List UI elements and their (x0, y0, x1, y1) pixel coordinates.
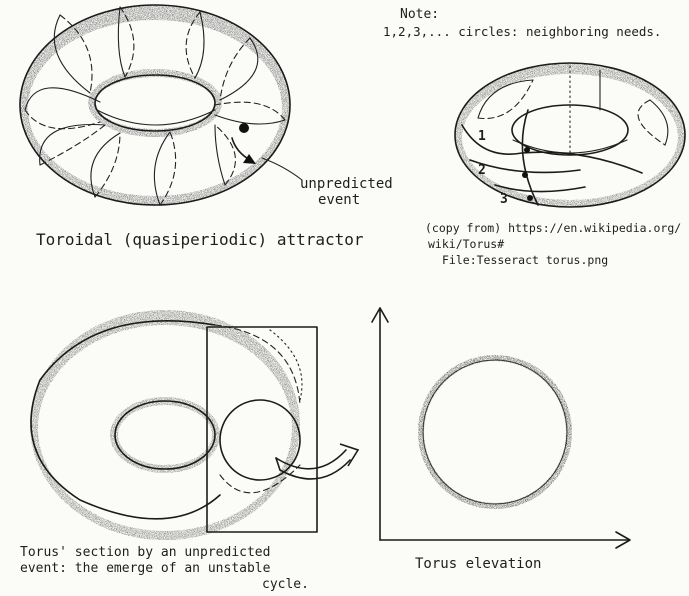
copy-source-line3: File:Tesseract torus.png (442, 253, 608, 267)
elevation-plot (372, 308, 630, 548)
note-title: Note: (400, 7, 439, 22)
torus-section-drawing (30, 310, 358, 540)
event-label-line1: unpredicted (300, 176, 393, 192)
elevation-circle-shading (421, 358, 569, 506)
copy-source-line2: wiki/Torus# (428, 237, 504, 251)
numbered-torus-drawing (455, 63, 685, 207)
note-body: 1,2,3,... circles: neighboring needs. (383, 24, 661, 39)
event-label-line2: event (318, 192, 360, 208)
circle-number-3: 3 (500, 192, 508, 207)
circle-number-2: 2 (478, 163, 486, 178)
elevation-caption: Torus elevation (415, 556, 541, 572)
section-caption-line3: cycle. (262, 577, 309, 592)
circle-number-1: 1 (478, 129, 486, 144)
attractor-caption: Toroidal (quasiperiodic) attractor (36, 230, 364, 249)
section-caption-line1: Torus' section by an unpredicted (20, 545, 270, 560)
section-caption-line2: event: the emerge of an unstable (20, 561, 271, 576)
toroidal-attractor-drawing (20, 5, 302, 205)
copy-source-line1: (copy from) https://en.wikipedia.org/ (425, 221, 681, 235)
